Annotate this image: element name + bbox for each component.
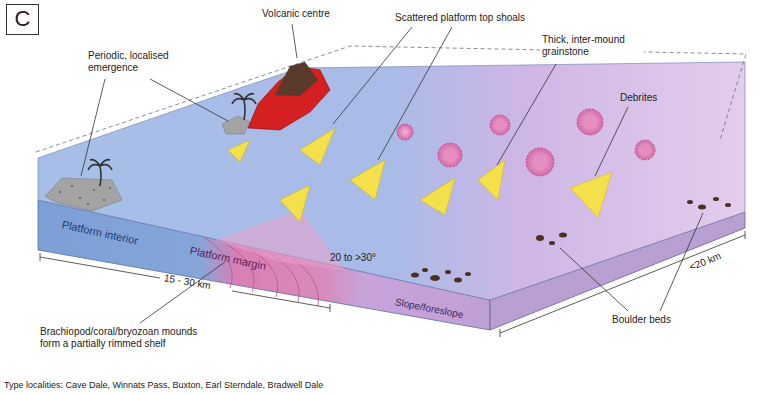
callout-label: Thick, inter-mound grainstone bbox=[540, 34, 644, 58]
panel-letter: C bbox=[15, 6, 31, 32]
boulder bbox=[454, 278, 462, 283]
leader-line bbox=[378, 27, 452, 160]
boulder bbox=[445, 270, 451, 274]
palm-trunk bbox=[244, 100, 245, 120]
slope-angle-label: 20 to >30° bbox=[330, 252, 376, 264]
dimension-line bbox=[232, 291, 330, 308]
boulder bbox=[422, 268, 428, 272]
dot bbox=[71, 185, 73, 187]
mound bbox=[635, 140, 655, 160]
volcanic-cone bbox=[275, 62, 318, 96]
palm-tree-icon bbox=[88, 160, 112, 186]
boulder bbox=[687, 200, 693, 204]
leader-line bbox=[81, 79, 105, 176]
dimension-tick bbox=[330, 304, 331, 312]
shoal-fan bbox=[280, 185, 310, 222]
dot bbox=[79, 197, 81, 199]
dimension-line bbox=[40, 257, 160, 278]
callout-label: Boulder beds bbox=[612, 314, 671, 326]
mud-mounds bbox=[397, 109, 655, 176]
platform-top-surface bbox=[38, 62, 745, 300]
palm-fronds bbox=[88, 160, 112, 170]
mound bbox=[490, 115, 510, 135]
shoal-fan bbox=[300, 128, 335, 165]
boulder bbox=[725, 203, 731, 207]
mound-core bbox=[496, 121, 504, 129]
shoal-fans bbox=[228, 128, 612, 222]
boulder bbox=[549, 241, 555, 245]
leader-line bbox=[560, 248, 628, 311]
boulder bbox=[430, 275, 440, 281]
dot bbox=[93, 189, 95, 191]
mound bbox=[438, 143, 462, 167]
callout-label: Brachiopod/coral/bryozoan mounds form a … bbox=[40, 326, 215, 350]
boulder bbox=[465, 272, 471, 276]
boulder bbox=[559, 233, 567, 238]
dimension-lines bbox=[40, 231, 745, 337]
shoal-fan bbox=[228, 140, 250, 162]
dot bbox=[109, 187, 111, 189]
leader-line bbox=[150, 79, 228, 121]
mound-core bbox=[641, 146, 649, 154]
dimension-tick bbox=[40, 253, 41, 261]
mound-core bbox=[445, 150, 455, 160]
debrite-fan bbox=[570, 172, 612, 218]
mound-core bbox=[534, 156, 546, 168]
leader-line bbox=[140, 262, 225, 323]
shoal-fan bbox=[420, 178, 455, 215]
shoal-fan bbox=[350, 160, 385, 200]
palm-tree-icon bbox=[232, 94, 256, 120]
callout-label: Periodic, localised emergence bbox=[88, 50, 183, 74]
boulder bbox=[536, 235, 544, 241]
boulder-beds bbox=[411, 197, 731, 283]
mound bbox=[397, 124, 413, 140]
palm-fronds bbox=[232, 94, 256, 104]
boulder bbox=[411, 273, 419, 278]
callout-label: Volcanic centre bbox=[262, 8, 330, 20]
mound-cores bbox=[445, 117, 649, 168]
panel-letter-box: C bbox=[6, 4, 39, 35]
dimension-tick bbox=[500, 329, 501, 337]
caption: Type localities: Cave Dale, Winnats Pass… bbox=[4, 380, 323, 390]
leader-lines bbox=[81, 24, 703, 323]
callout-label: Debrites bbox=[620, 92, 657, 104]
dot bbox=[59, 191, 61, 193]
emergence-dots bbox=[59, 185, 111, 205]
callout-label: Scattered platform top shoals bbox=[395, 12, 525, 24]
leader-line bbox=[595, 107, 628, 176]
dimension-line bbox=[500, 235, 745, 333]
boulder bbox=[713, 197, 719, 201]
boulder bbox=[698, 205, 706, 210]
dot bbox=[103, 199, 105, 201]
leader-line bbox=[292, 24, 297, 58]
dimension-tick bbox=[745, 231, 746, 239]
emergence-patch bbox=[222, 116, 250, 134]
mound bbox=[526, 148, 554, 176]
mound-core bbox=[585, 117, 595, 127]
grainstone-fan bbox=[478, 160, 505, 200]
emergence-patch bbox=[45, 178, 122, 211]
dot bbox=[87, 203, 89, 205]
leader-line bbox=[497, 64, 556, 165]
mound bbox=[577, 109, 603, 135]
leader-line bbox=[333, 27, 412, 124]
palm-trunk bbox=[100, 166, 101, 186]
